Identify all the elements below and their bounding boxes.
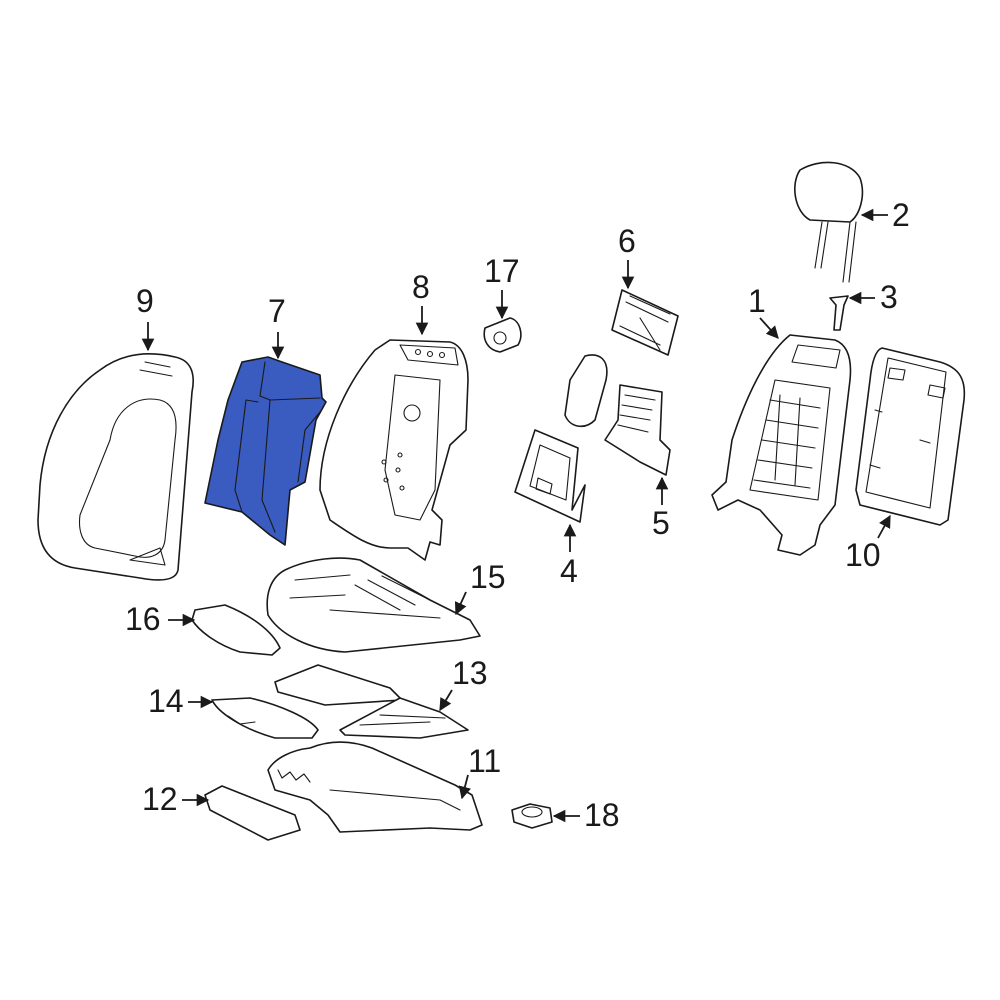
- callout-10: 10: [845, 537, 881, 573]
- part-4-panel[interactable]: [514, 429, 586, 523]
- callout-16: 16: [125, 601, 161, 637]
- part-1-backrest-frame[interactable]: [711, 334, 852, 556]
- part-18-sensor[interactable]: [511, 803, 553, 829]
- part-7-backrest-pad[interactable]: [204, 356, 327, 546]
- callout-13: 13: [452, 655, 488, 691]
- part-12-side-trim[interactable]: [204, 785, 301, 841]
- part-9-backrest-cover[interactable]: [37, 353, 194, 581]
- callout-4: 4: [560, 553, 578, 589]
- part-17-clip[interactable]: [483, 317, 522, 353]
- callout-12: 12: [142, 781, 178, 817]
- callout-9: 9: [136, 283, 154, 319]
- callout-2: 2: [892, 197, 910, 233]
- part-15-seat-cover[interactable]: [266, 557, 481, 653]
- part-5-adjuster[interactable]: [564, 354, 671, 476]
- part-6-module[interactable]: [611, 289, 679, 356]
- callout-7: 7: [268, 293, 286, 329]
- part-2-headrest[interactable]: [794, 161, 864, 283]
- callout-8: 8: [412, 269, 430, 305]
- callout-15: 15: [470, 559, 506, 595]
- callout-6: 6: [618, 223, 636, 259]
- callout-17: 17: [484, 253, 520, 289]
- part-11-seat-pan[interactable]: [267, 741, 483, 833]
- part-10-back-panel[interactable]: [855, 347, 966, 526]
- part-13-seat-pad[interactable]: [274, 664, 469, 739]
- part-16-bolster[interactable]: [191, 604, 281, 656]
- callout-labels: 9 7 8 17 6 1 2 3 5 4 10 15 16 13 14 11 1…: [125, 197, 910, 833]
- callout-5: 5: [652, 505, 670, 541]
- part-8-backrest-shell[interactable]: [319, 339, 469, 561]
- callout-14: 14: [148, 683, 184, 719]
- callout-18: 18: [584, 797, 620, 833]
- part-14-cushion[interactable]: [211, 697, 319, 739]
- callout-arrows: [141, 208, 891, 823]
- callout-11: 11: [468, 743, 501, 779]
- part-3-guide[interactable]: [829, 295, 849, 331]
- callout-1: 1: [748, 283, 766, 319]
- callout-3: 3: [880, 279, 898, 315]
